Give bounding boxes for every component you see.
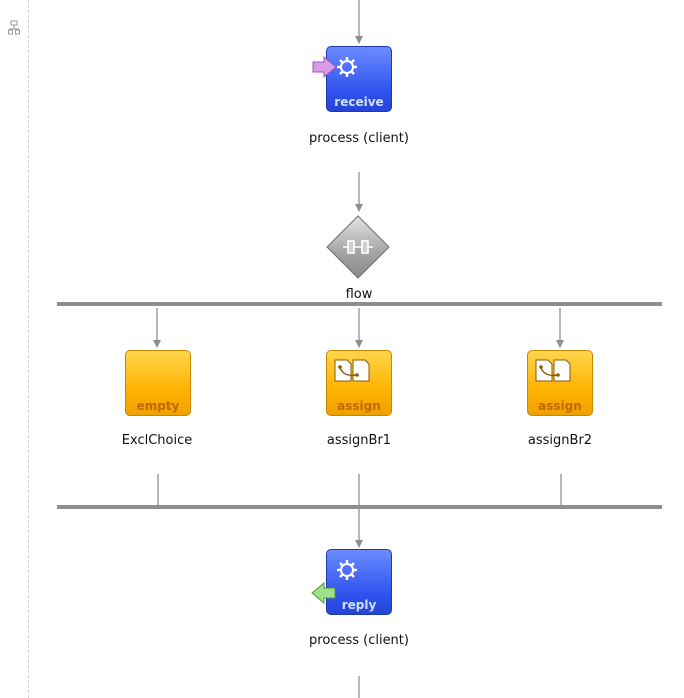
flow-join-bar: [57, 505, 662, 509]
receive-caption: process (client): [309, 131, 409, 146]
flow-caption: flow: [345, 287, 373, 302]
reply-type-label: reply: [341, 598, 377, 612]
empty-type-label: empty: [136, 399, 180, 413]
gear-icon: [337, 560, 357, 580]
receive-type-label: receive: [334, 95, 384, 109]
assign-activity-1[interactable]: assign: [326, 350, 392, 416]
inbound-arrow-icon: [312, 56, 337, 78]
flow-split-bar: [57, 302, 662, 306]
empty-activity[interactable]: empty: [125, 350, 191, 416]
branch-caption-assignbr1: assignBr1: [326, 433, 392, 448]
branch-caption-assignbr2: assignBr2: [527, 433, 593, 448]
branch-caption-exclchoice: ExclChoice: [121, 433, 193, 448]
assign-type-label-1: assign: [337, 399, 381, 413]
reply-activity[interactable]: reply: [326, 549, 392, 615]
flow-icon: [326, 215, 390, 279]
copy-documents-icon: [334, 359, 370, 382]
receive-activity[interactable]: receive: [326, 46, 392, 112]
gear-icon: [337, 57, 357, 77]
flow-activity[interactable]: [325, 214, 391, 280]
assign-activity-2[interactable]: assign: [527, 350, 593, 416]
assign-type-label-2: assign: [538, 399, 582, 413]
reply-caption: process (client): [309, 633, 409, 648]
editor-gutter: [28, 0, 29, 698]
copy-documents-icon: [535, 359, 571, 382]
outbound-arrow-icon: [311, 582, 336, 604]
collapse-gutter-icon[interactable]: [8, 20, 20, 36]
